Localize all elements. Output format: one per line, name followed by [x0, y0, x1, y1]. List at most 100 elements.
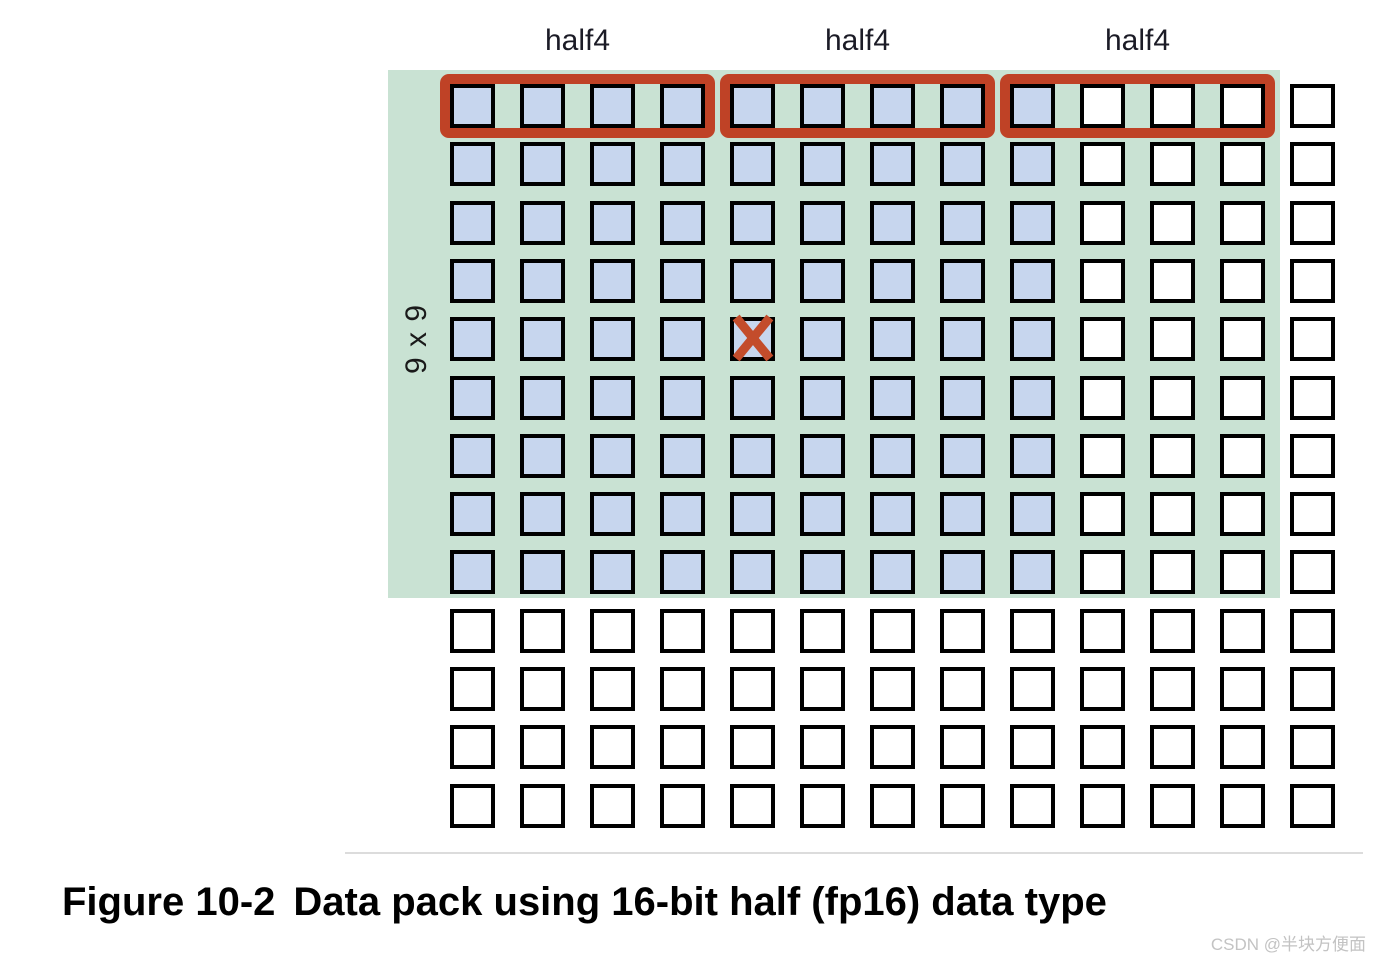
- grid-cell: [800, 784, 845, 828]
- grid-cell: [1080, 434, 1125, 478]
- grid-cell: [520, 725, 565, 769]
- grid-cell: [1010, 784, 1055, 828]
- x-icon: [732, 314, 774, 362]
- grid-cell: [1220, 259, 1265, 303]
- half4-group-outline-1: [440, 74, 715, 138]
- grid-cell: [730, 725, 775, 769]
- grid-cell: [1290, 667, 1335, 711]
- grid-cell: [450, 492, 495, 536]
- grid-cell: [940, 317, 985, 361]
- grid-cell: [590, 434, 635, 478]
- grid-cell: [450, 667, 495, 711]
- grid-cell: [520, 667, 565, 711]
- grid-cell: [870, 201, 915, 245]
- grid-cell: [450, 725, 495, 769]
- grid-cell: [1080, 376, 1125, 420]
- grid-cell: [940, 84, 985, 128]
- grid-cell: [800, 259, 845, 303]
- grid-cell: [1150, 142, 1195, 186]
- grid-cell: [730, 376, 775, 420]
- grid-cell: [1010, 259, 1055, 303]
- grid-cell: [940, 667, 985, 711]
- grid-cell: [520, 317, 565, 361]
- grid-cell: [1080, 142, 1125, 186]
- grid-cell: [1290, 142, 1335, 186]
- grid-cell: [520, 492, 565, 536]
- grid-cell: [590, 550, 635, 594]
- caption-divider: [345, 852, 1363, 854]
- grid-cell: [800, 376, 845, 420]
- grid-cell: [520, 609, 565, 653]
- grid-cell: [520, 259, 565, 303]
- grid-cell: [520, 784, 565, 828]
- grid-cell: [940, 376, 985, 420]
- grid-cell: [450, 609, 495, 653]
- figure-caption-number: Figure 10-2: [62, 880, 276, 924]
- grid-cell: [1080, 609, 1125, 653]
- grid-cell: [1080, 550, 1125, 594]
- grid-cell: [1080, 667, 1125, 711]
- grid-cell: [1220, 434, 1265, 478]
- grid-cell: [1220, 317, 1265, 361]
- grid-cell: [1290, 492, 1335, 536]
- grid-cell: [1290, 609, 1335, 653]
- grid-cell: [660, 317, 705, 361]
- grid-cell: [870, 142, 915, 186]
- grid-cell: [940, 201, 985, 245]
- grid-cell: [870, 550, 915, 594]
- grid-cell: [730, 784, 775, 828]
- grid-cell: [940, 550, 985, 594]
- grid-cell: [800, 550, 845, 594]
- grid-cell: [1080, 259, 1125, 303]
- grid-cell: [1220, 550, 1265, 594]
- grid-cell: [1220, 667, 1265, 711]
- grid-cell: [660, 784, 705, 828]
- grid-cell: [590, 725, 635, 769]
- grid-cell: [450, 259, 495, 303]
- grid-cell: [800, 84, 845, 128]
- grid-cell: [1290, 376, 1335, 420]
- grid-cell: [800, 142, 845, 186]
- grid-cell: [1150, 725, 1195, 769]
- grid-cell: [1290, 550, 1335, 594]
- grid-cell: [1220, 201, 1265, 245]
- grid-cell: [940, 259, 985, 303]
- grid-cell: [940, 142, 985, 186]
- grid-cell: [800, 201, 845, 245]
- grid-cell: [730, 434, 775, 478]
- grid-cell: [1010, 376, 1055, 420]
- grid-cell: [1150, 317, 1195, 361]
- grid-cell: [450, 84, 495, 128]
- grid-cell: [660, 376, 705, 420]
- grid-cell: [1080, 784, 1125, 828]
- grid-cell: [1010, 142, 1055, 186]
- grid-cell: [940, 784, 985, 828]
- grid-cell: [1010, 434, 1055, 478]
- grid-cell: [730, 492, 775, 536]
- grid-cell: [1220, 492, 1265, 536]
- matrix-size-label: 9 x 9: [400, 303, 433, 375]
- grid-cell: [730, 667, 775, 711]
- grid-cell: [1150, 84, 1195, 128]
- grid-cell: [1150, 550, 1195, 594]
- grid-cell: [1010, 84, 1055, 128]
- grid-cell: [1010, 725, 1055, 769]
- grid-cell: [870, 784, 915, 828]
- grid-cell: [1220, 784, 1265, 828]
- grid-cell: [1010, 492, 1055, 536]
- grid-cell: [590, 667, 635, 711]
- grid-cell: [660, 609, 705, 653]
- grid-cell: [590, 201, 635, 245]
- grid-cell: [590, 259, 635, 303]
- grid-cell: [450, 142, 495, 186]
- grid-cell: [450, 434, 495, 478]
- grid-cell: [590, 784, 635, 828]
- grid-cell: [660, 434, 705, 478]
- grid-cell: [730, 142, 775, 186]
- grid-cell: [590, 609, 635, 653]
- grid-cell: [1150, 434, 1195, 478]
- grid-cell: [1080, 725, 1125, 769]
- grid-cell: [660, 667, 705, 711]
- half4-label-2: half4: [824, 24, 891, 57]
